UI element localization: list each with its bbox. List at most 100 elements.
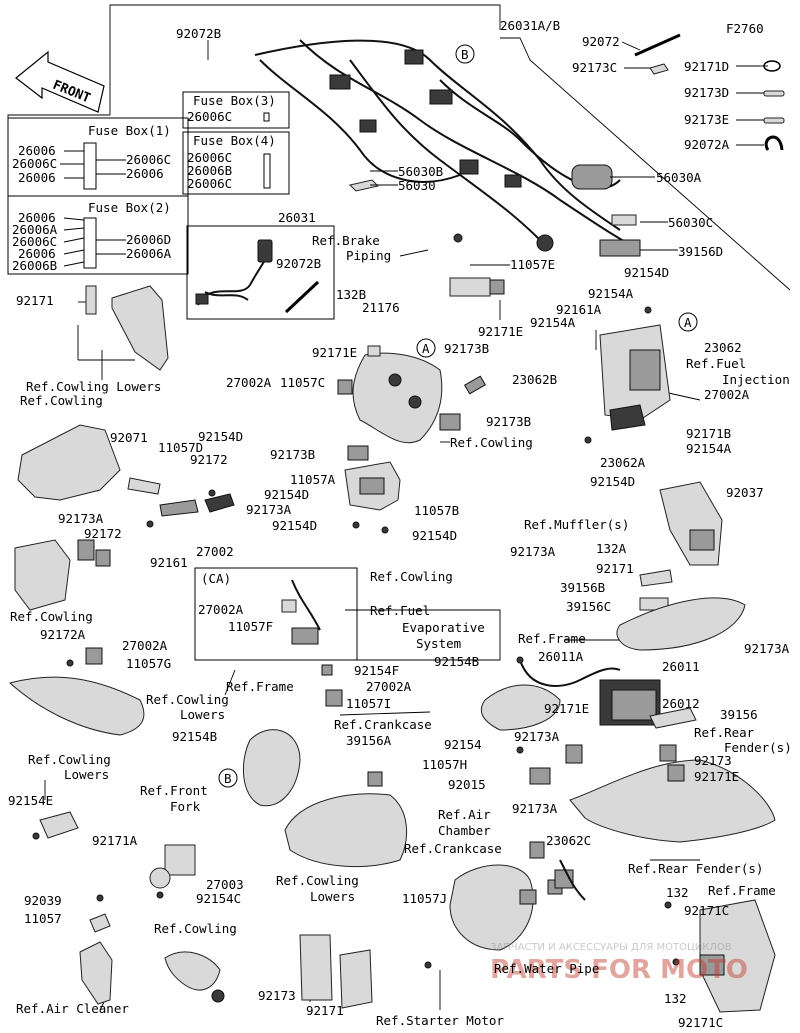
front-cowl-bracket (17, 424, 235, 528)
label: 26006 (18, 246, 56, 261)
part-label: 92171C (678, 1015, 723, 1030)
part-label: 26011A (538, 649, 584, 664)
fuse-box-3-title: Fuse Box(3) (193, 93, 276, 108)
part-label: 27002A (704, 387, 750, 402)
part-label: 92171E (312, 345, 357, 360)
muffler-bracket (639, 481, 723, 611)
ca-title: (CA) (201, 571, 231, 586)
part-label: 92171 (596, 561, 634, 576)
part-label: Ref.Front (140, 783, 208, 798)
fuse-box-1: Fuse Box(1) 26006 26006C 26006 26006C 26… (7, 117, 189, 197)
part-label: 92172 (190, 452, 228, 467)
part-label: Ref.Frame (708, 883, 776, 898)
label: 26006 (18, 170, 56, 185)
part-label: 92173D (684, 85, 729, 100)
part-label: 11057A (290, 472, 336, 487)
part-label: 92173B (486, 414, 531, 429)
part-label: 39156 (720, 707, 758, 722)
callout-a-text-2: A (684, 315, 692, 330)
callout-b-text-2: B (224, 771, 232, 786)
part-label: 39156D (678, 244, 723, 259)
part-label: 23062A (600, 455, 646, 470)
part-label: 26011 (662, 659, 700, 674)
harness-26031-box (186, 225, 335, 320)
part-label: 92171 (16, 293, 54, 308)
part-label: Ref.Cowling (276, 873, 359, 888)
part-label: 23062B (512, 372, 557, 387)
part-label: 92171E (478, 324, 523, 339)
label: System (416, 636, 461, 651)
part-label: 11057B (414, 503, 459, 518)
watermark-text: ЗАПЧАСТИ И АКСЕССУАРЫ ДЛЯ МОТОЦИКЛОВ (490, 942, 732, 953)
cowling-lowers-strip (299, 934, 373, 1009)
part-label: Ref.Cowling (450, 435, 533, 450)
left-clamp (32, 811, 79, 840)
part-label: 92071 (110, 430, 148, 445)
part-label: 132B (336, 287, 366, 302)
part-label: Fender(s) (724, 740, 792, 755)
label: 26006B (187, 163, 232, 178)
meter-bracket-left (14, 539, 111, 611)
callout-b-text: B (461, 47, 469, 62)
part-label: 11057J (402, 891, 447, 906)
part-label: Ref.Cowling (154, 921, 237, 936)
part-label: 92173B (444, 341, 489, 356)
part-label: 92161 (150, 555, 188, 570)
part-label: 92154A (588, 286, 634, 301)
part-label: 39156B (560, 580, 605, 595)
part-label: 56030B (398, 164, 443, 179)
label: 26006C (126, 152, 171, 167)
ca-box: (CA) 27002A 11057F Ref.Fuel Evaporative … (194, 567, 501, 661)
part-label: Ref.Air Cleaner (16, 1001, 129, 1016)
part-label: Lowers (310, 889, 355, 904)
part-label: 92154A (686, 441, 732, 456)
label: 26006C (187, 150, 232, 165)
part-label: 92172A (40, 627, 86, 642)
part-label: Ref.Brake (312, 233, 380, 248)
rear-bracket (664, 899, 776, 1013)
headlight-harness-holder (337, 345, 486, 461)
callout-a-mid: A (416, 338, 436, 358)
part-label: 92173C (572, 60, 617, 75)
part-label: 92161A (556, 302, 602, 317)
part-label: 11057I (346, 696, 391, 711)
part-label: 21176 (362, 300, 400, 315)
part-label: Ref.Starter Motor (376, 1013, 504, 1028)
relay-bracket (344, 461, 401, 534)
part-label: 132 (666, 885, 689, 900)
part-label: 11057H (422, 757, 467, 772)
part-label: Lowers (64, 767, 109, 782)
callout-b-top: B (455, 44, 475, 64)
part-label: 39156C (566, 599, 611, 614)
part-label: Ref.Crankcase (404, 841, 502, 856)
watermark-logo: PARTS FOR MOTO (490, 955, 748, 985)
part-label: 132A (596, 541, 627, 556)
part-label: 92072B (276, 256, 321, 271)
main-wire-harness (254, 39, 641, 257)
part-label: 92072A (684, 137, 730, 152)
air-chamber-cover (284, 771, 408, 867)
part-label: 92173A (512, 801, 558, 816)
part-label: Ref.Cowling (146, 692, 229, 707)
fuse-box-2: Fuse Box(2) 26006 26006A 26006C 26006 26… (7, 195, 189, 275)
part-label: 92171 (306, 1003, 344, 1018)
part-label: Ref.Water Pipe (494, 961, 599, 976)
part-label: Ref.Cowling (20, 393, 103, 408)
cowling-lowers-plate (8, 647, 145, 736)
part-label: 92171E (694, 769, 739, 784)
brake-piping-bracket (449, 233, 505, 297)
part-label: Ref.Muffler(s) (524, 517, 629, 532)
part-label: 92173 (258, 988, 296, 1003)
part-label: Ref.Cowling (370, 569, 453, 584)
part-label: Ref.Rear Fender(s) (628, 861, 763, 876)
part-label: 92154 (444, 737, 482, 752)
part-label: 92154D (198, 429, 243, 444)
part-label: 56030A (656, 170, 702, 185)
part-label: 27002A (226, 375, 272, 390)
part-label: Injection (722, 372, 790, 387)
part-label: 92154B (434, 654, 479, 669)
callout-a-right: A (678, 312, 698, 332)
fuse-box-1-title: Fuse Box(1) (88, 123, 171, 138)
part-label: Ref.Frame (226, 679, 294, 694)
part-labels: 92072B 26031A/B 92072 92173C 92171D 9217… (8, 18, 792, 1030)
